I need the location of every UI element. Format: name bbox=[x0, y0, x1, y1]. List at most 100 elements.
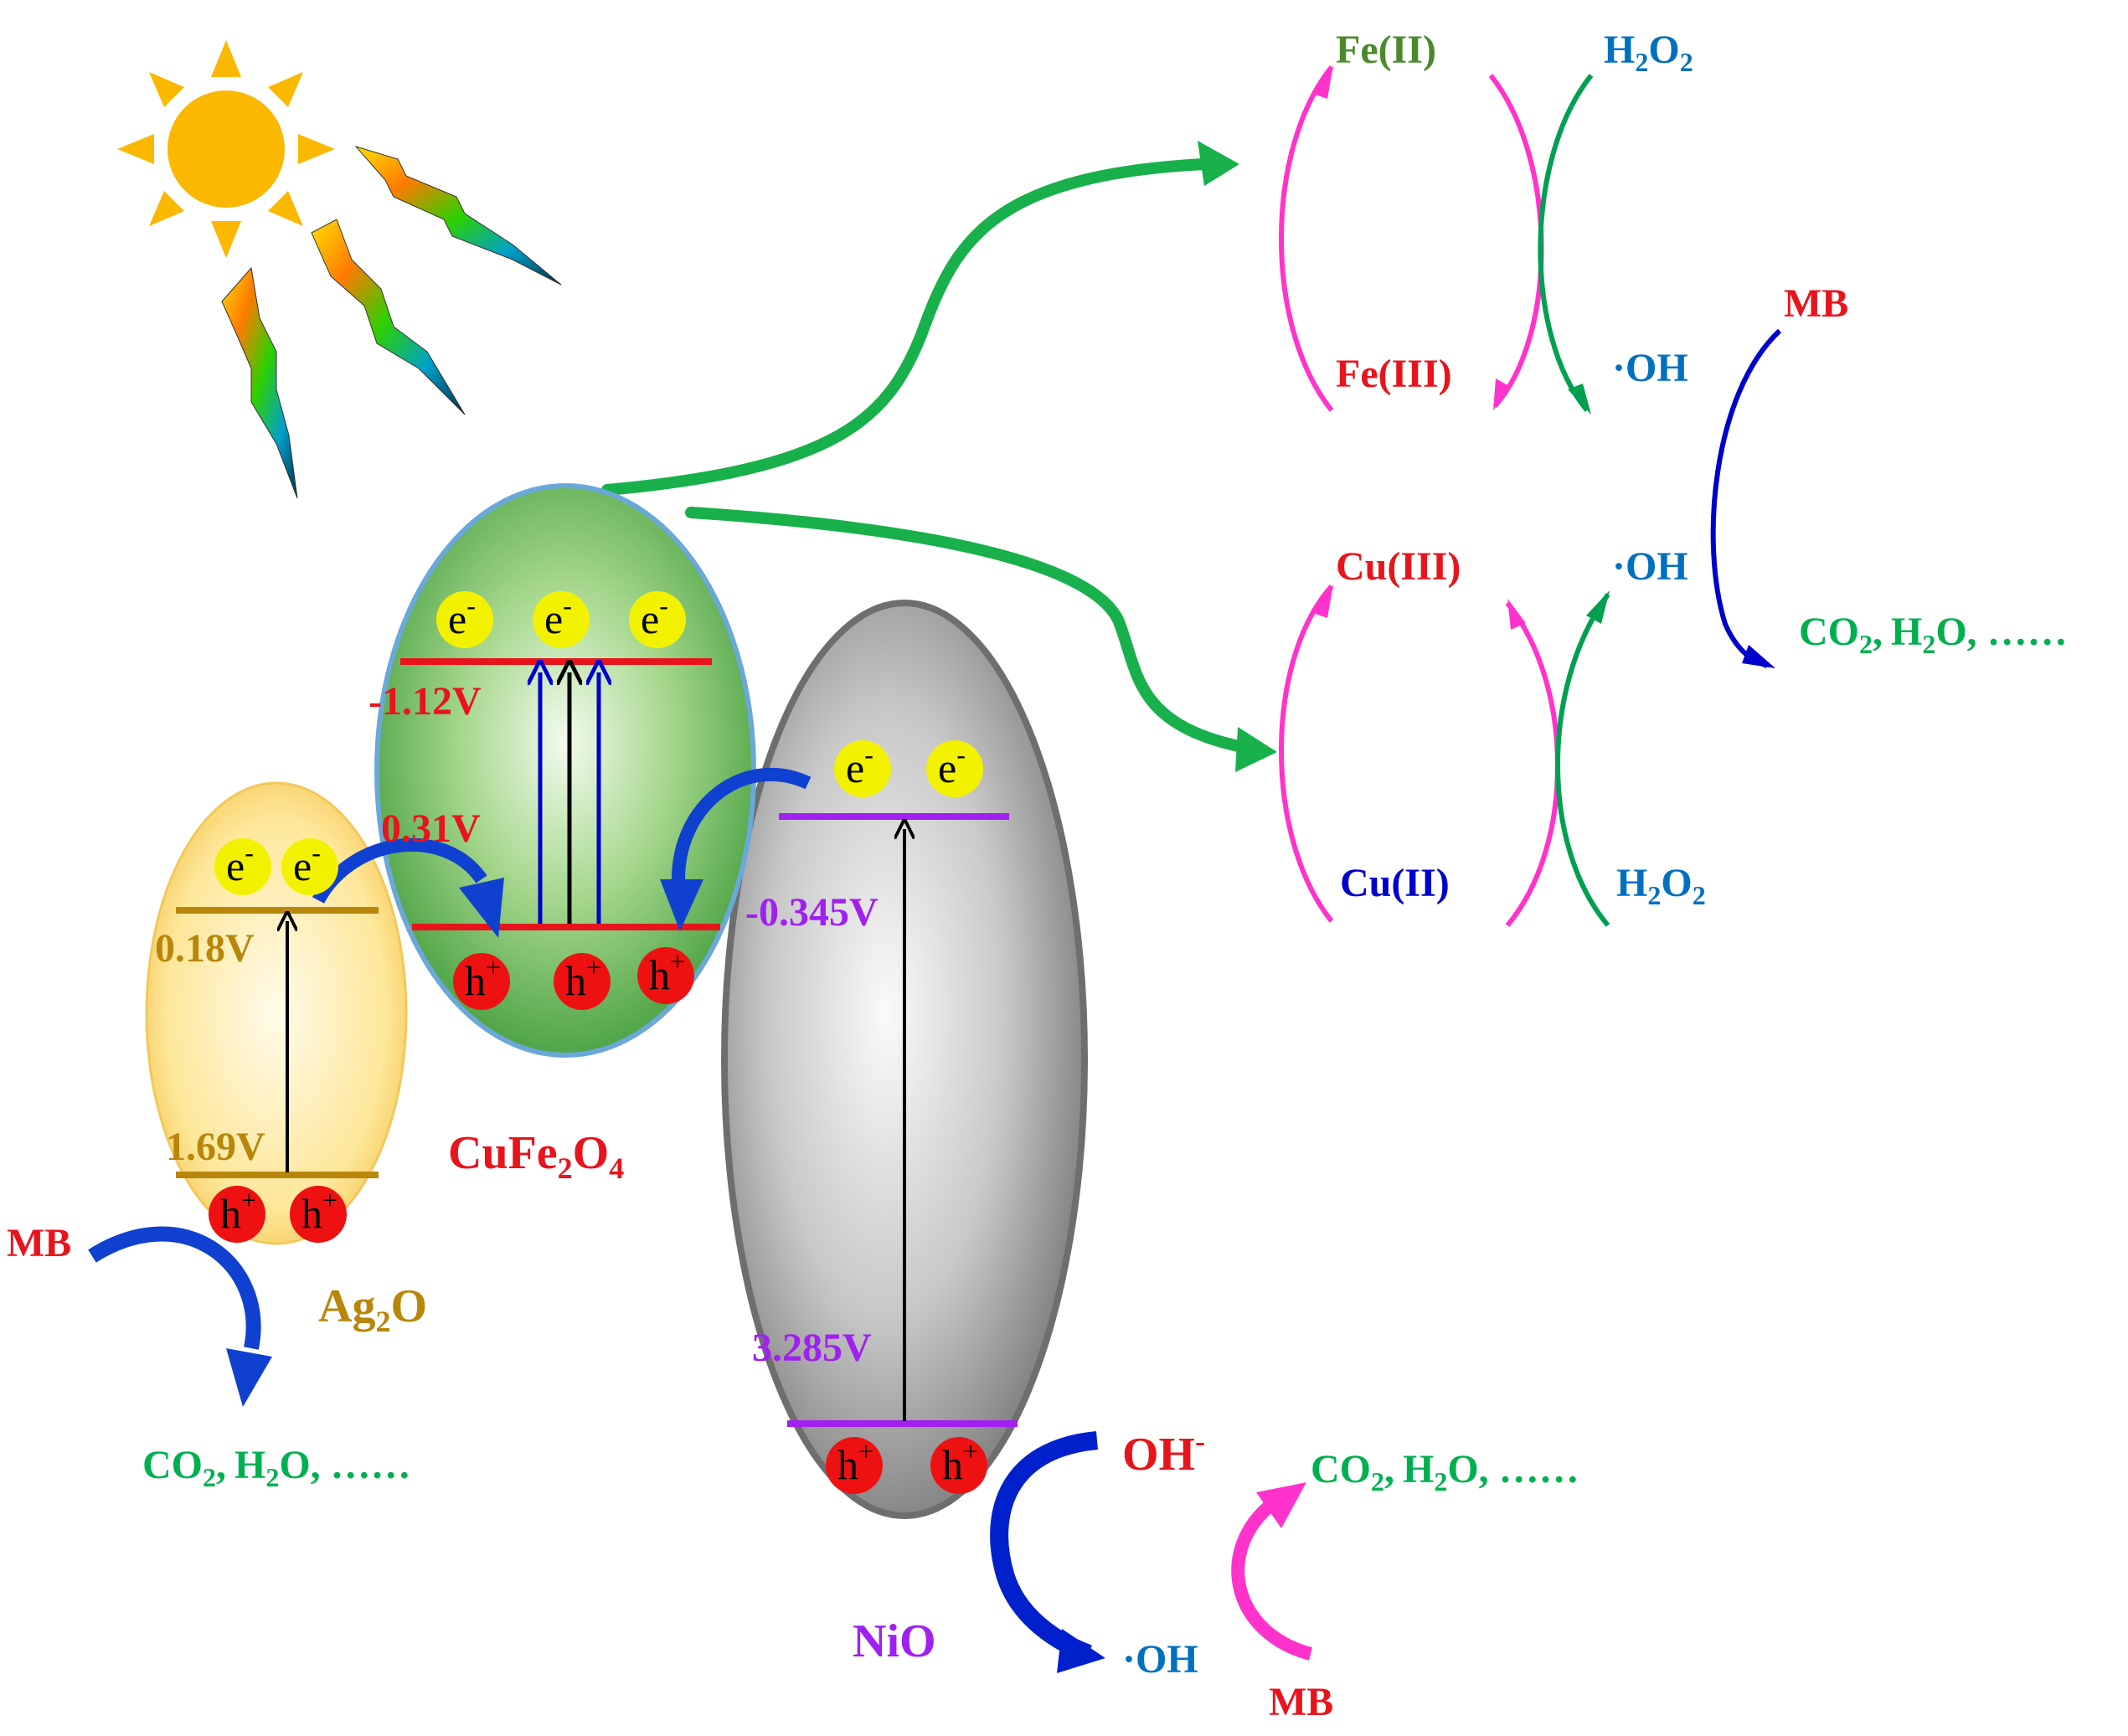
nio-hydroxyl-radical-label: ·OH bbox=[1122, 1637, 1198, 1682]
electron-marker-circle bbox=[926, 740, 983, 797]
ag2o-products: CO2,H2O, …… bbox=[142, 1443, 411, 1492]
ag2o-vb-potential: 1.69V bbox=[166, 1125, 265, 1169]
arrowhead bbox=[1493, 379, 1511, 410]
arrowhead bbox=[1256, 1482, 1306, 1528]
light-bolt-icon bbox=[221, 266, 298, 499]
hole-marker-circle bbox=[930, 1437, 987, 1494]
hole-marker-circle bbox=[826, 1437, 883, 1494]
electron-marker-label: e- bbox=[226, 837, 254, 889]
arrowhead bbox=[1057, 1629, 1105, 1673]
electron-marker-label: e- bbox=[448, 590, 476, 642]
cu3-label: Cu(III) bbox=[1336, 544, 1461, 589]
nio-label: NiO bbox=[853, 1615, 936, 1667]
h2o2-arrow bbox=[1538, 74, 1594, 412]
transfer-arrows-green bbox=[601, 141, 1277, 772]
right-mb-label: MB bbox=[1784, 281, 1848, 326]
fe3-label: Fe(III) bbox=[1336, 352, 1452, 396]
copper-oh-label: ·OH bbox=[1612, 544, 1688, 589]
right-products: CO2,H2O, …… bbox=[1799, 610, 2068, 659]
electron-marker: e- bbox=[926, 739, 983, 797]
electron-marker-label: e- bbox=[544, 590, 572, 642]
hole-marker-label: h+ bbox=[301, 1185, 337, 1237]
arrowhead bbox=[1586, 590, 1610, 624]
electron-marker: e- bbox=[436, 590, 493, 648]
hole-marker-circle bbox=[209, 1186, 265, 1243]
arrowhead bbox=[660, 879, 703, 931]
electron-marker-circle bbox=[436, 591, 493, 648]
electron-marker-label: e- bbox=[293, 837, 321, 889]
fe-cycle-arrow bbox=[1488, 74, 1544, 408]
hole-marker-circle bbox=[637, 947, 694, 1004]
cufe2o4-cb-potential: -1.12V bbox=[368, 679, 482, 724]
hole-marker-circle bbox=[290, 1186, 347, 1243]
ag2o-degradation-arrow bbox=[88, 1226, 261, 1350]
arrowhead bbox=[1313, 65, 1333, 99]
hole-marker-label: h+ bbox=[837, 1436, 873, 1488]
electron-marker: e- bbox=[214, 837, 271, 895]
h2o2-arrow bbox=[1555, 593, 1610, 927]
arrowhead bbox=[1507, 599, 1526, 630]
light-bolt-icon bbox=[311, 219, 466, 415]
electron-marker: e- bbox=[533, 590, 590, 648]
sun-icon bbox=[117, 40, 335, 258]
copper-h2o2-label: H2O2 bbox=[1616, 861, 1706, 910]
iron-h2o2-label: H2O2 bbox=[1604, 28, 1693, 77]
arrowhead bbox=[1313, 585, 1333, 618]
hole-marker-label: h+ bbox=[465, 952, 501, 1004]
hole-marker-label: h+ bbox=[220, 1185, 256, 1237]
hole-marker: h+ bbox=[637, 946, 694, 1004]
iron-redox-cycle: Fe(II) Fe(III) H2O2 ·OH bbox=[1279, 28, 1693, 415]
hole-marker: h+ bbox=[826, 1436, 883, 1494]
arrowhead bbox=[226, 1348, 272, 1407]
arrowhead bbox=[1235, 727, 1277, 772]
hole-marker-label: h+ bbox=[649, 946, 685, 998]
arrowhead bbox=[459, 878, 504, 938]
cu-cycle-arrow bbox=[1505, 601, 1560, 927]
ag2o-label: Ag2O bbox=[318, 1280, 427, 1338]
electron-marker-circle bbox=[629, 591, 686, 648]
cu2-label: Cu(II) bbox=[1340, 861, 1450, 905]
hole-marker-label: h+ bbox=[565, 952, 601, 1004]
cu-cycle-arrow bbox=[1279, 585, 1334, 923]
nio-products: CO2,H2O, …… bbox=[1311, 1447, 1579, 1496]
electron-marker: e- bbox=[629, 590, 686, 648]
cufe2o4-vb-potential: 0.31V bbox=[381, 806, 481, 851]
hole-marker: h+ bbox=[554, 952, 611, 1010]
cufe2o4-label: CuFe2O4 bbox=[448, 1127, 624, 1185]
nio-vb-potential: 3.285V bbox=[752, 1326, 872, 1370]
ag2o-particle bbox=[145, 781, 408, 1245]
fe-cycle-arrow bbox=[1279, 65, 1334, 412]
hole-marker: h+ bbox=[290, 1185, 347, 1243]
arrowhead bbox=[1742, 645, 1775, 668]
nio-to-cufe2o4-arrow bbox=[672, 767, 812, 880]
electron-marker-circle bbox=[834, 740, 891, 797]
hole-marker: h+ bbox=[453, 952, 510, 1010]
nio-oxidation-arrow bbox=[990, 1431, 1099, 1663]
mb-degradation-arrow bbox=[1710, 328, 1782, 668]
electron-marker: e- bbox=[834, 739, 891, 797]
nio-cb-potential: -0.345V bbox=[745, 890, 879, 935]
copper-redox-cycle: Cu(III) Cu(II) ·OH H2O2 bbox=[1279, 544, 1706, 927]
hole-marker-circle bbox=[554, 953, 611, 1010]
fe2-label: Fe(II) bbox=[1336, 28, 1436, 72]
iron-oh-label: ·OH bbox=[1612, 346, 1688, 390]
electron-marker-circle bbox=[214, 838, 271, 895]
ag2o-cb-potential: 0.18V bbox=[155, 926, 255, 971]
arrowhead bbox=[1568, 384, 1591, 415]
nio-mb-degradation-arrow bbox=[1231, 1497, 1313, 1661]
electron-marker-label: e- bbox=[938, 739, 966, 791]
electron-marker-circle bbox=[281, 838, 338, 895]
hole-marker: h+ bbox=[209, 1185, 265, 1243]
hole-marker-circle bbox=[453, 953, 510, 1010]
nio-hydroxide-label: OH- bbox=[1122, 1424, 1205, 1481]
ag2o-mb-label: MB bbox=[7, 1221, 71, 1265]
electron-marker: e- bbox=[281, 837, 338, 895]
electron-marker-label: e- bbox=[846, 739, 873, 791]
arrowhead bbox=[1198, 141, 1239, 186]
electron-marker-label: e- bbox=[641, 590, 668, 642]
light-bolt-icons bbox=[221, 146, 562, 499]
light-bolt-icon bbox=[354, 146, 562, 286]
arrow-to-iron-cycle bbox=[601, 157, 1229, 496]
